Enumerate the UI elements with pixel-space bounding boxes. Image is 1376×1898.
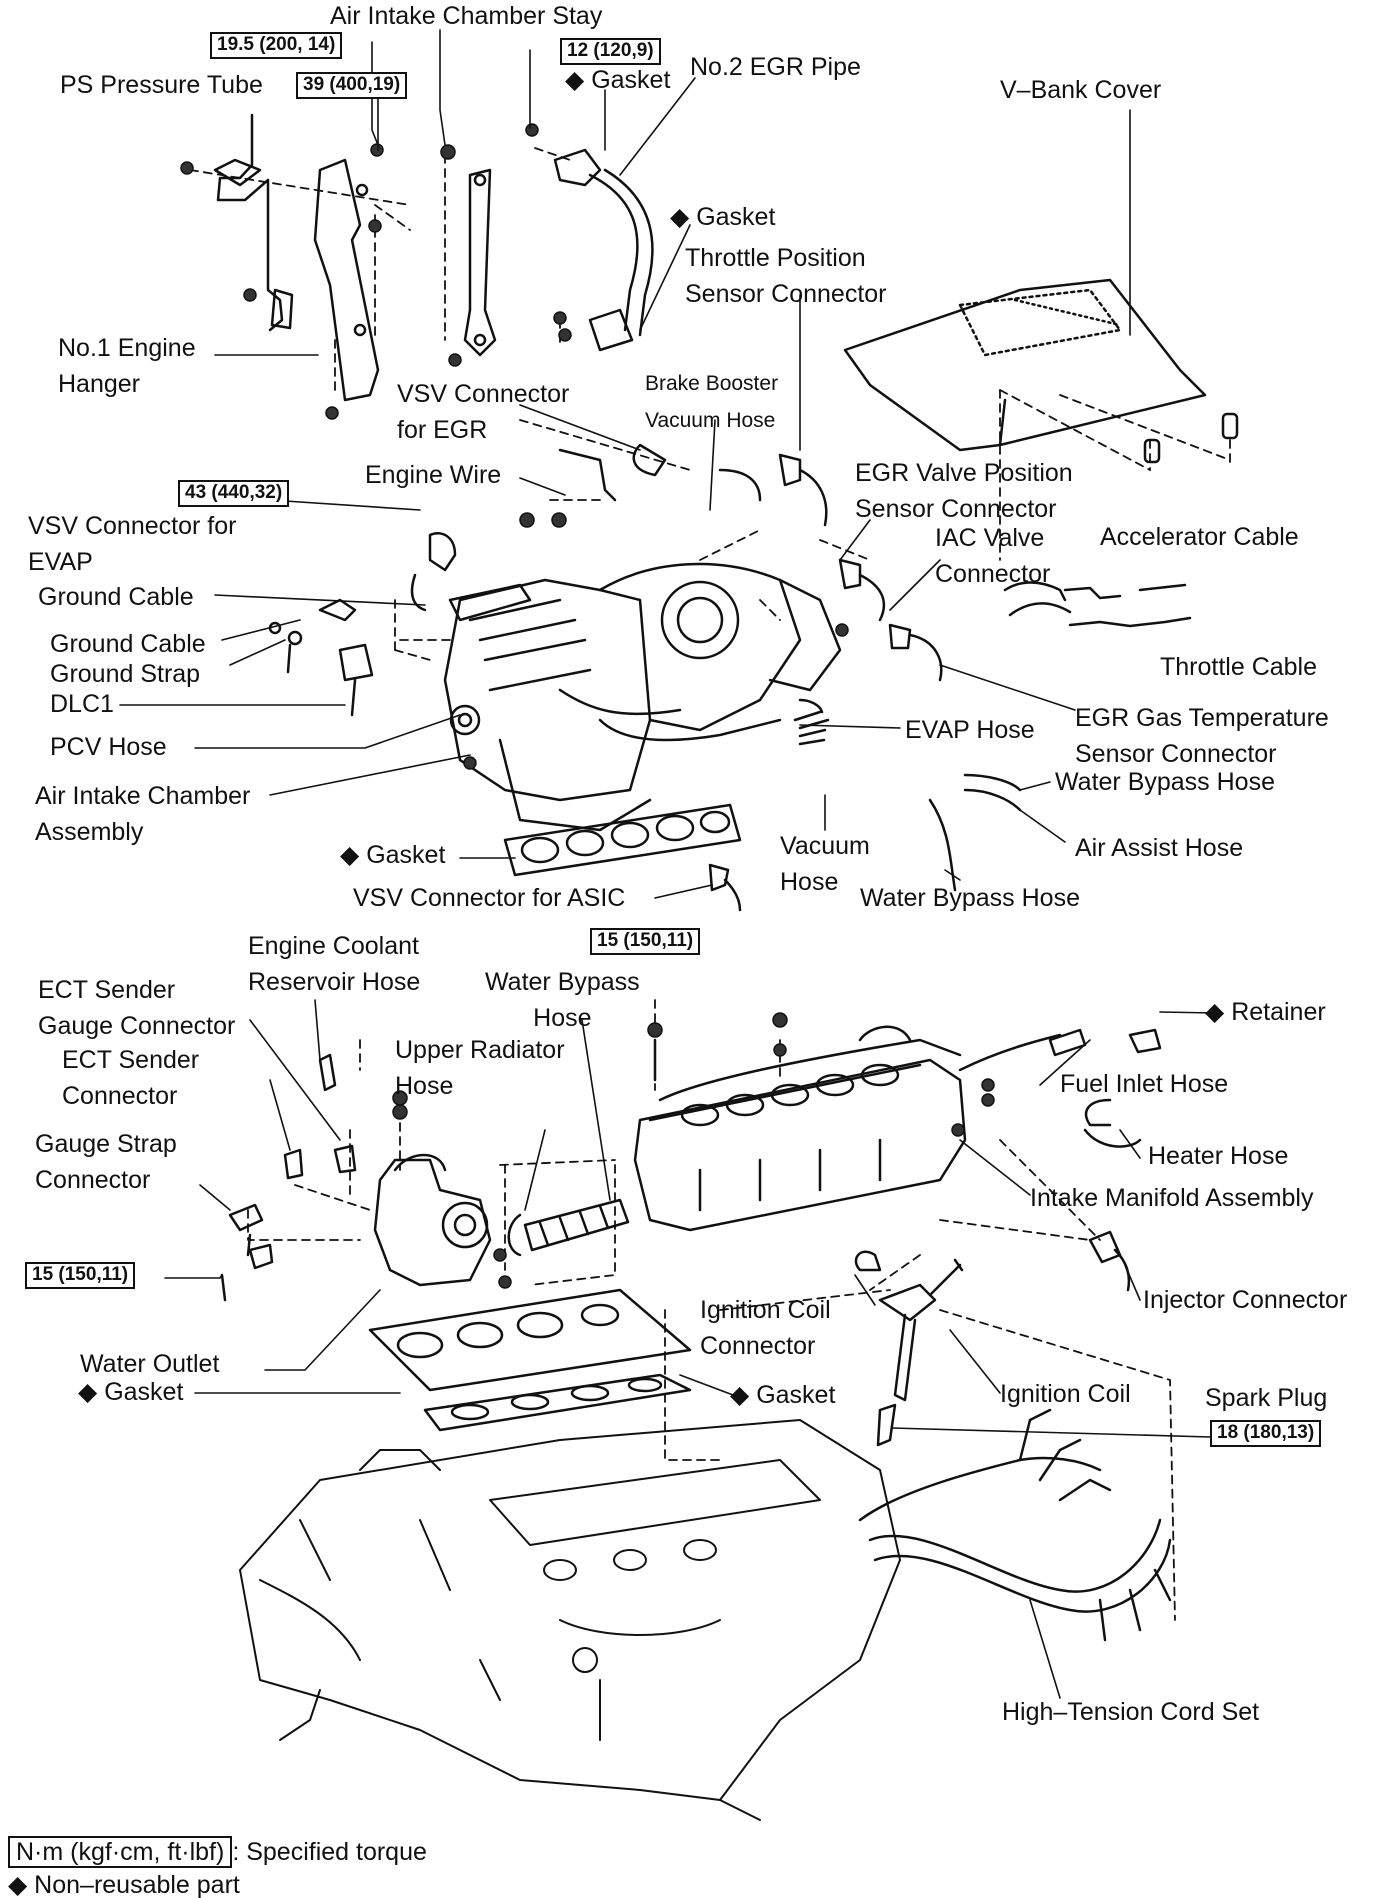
label-air-assist-hose: Air Assist Hose (1075, 834, 1244, 862)
label-gasket-chamber: ◆ Gasket (340, 841, 446, 869)
injector-connector-part (1088, 1230, 1131, 1292)
label-retainer: ◆ Retainer (1205, 998, 1326, 1026)
label-ground-strap: Ground Strap (50, 660, 201, 688)
label-throttle-position-sensor-connector: Throttle Position Sensor Connector (685, 244, 887, 309)
leader-lines (119, 29, 1216, 1699)
label-water-bypass-hose-1: Water Bypass Hose (1055, 768, 1275, 796)
chamber-gasket-part (503, 803, 742, 877)
label-water-outlet: Water Outlet (80, 1350, 220, 1378)
egr-pipe-part (553, 148, 654, 352)
legend-non-reusable: ◆ Non–reusable part (8, 1871, 240, 1898)
label-upper-radiator-hose: Upper Radiator Hose (395, 1036, 565, 1101)
upper-radiator-hose-part (507, 1198, 630, 1257)
assembly-guide-lines-middle (394, 419, 871, 661)
label-pcv-hose: PCV Hose (50, 733, 167, 761)
label-throttle-cable: Throttle Cable (1160, 653, 1318, 681)
non-reusable-diamond-icon: ◆ (730, 1381, 750, 1409)
label-intake-manifold-assembly: Intake Manifold Assembly (1030, 1184, 1314, 1212)
label-gauge-strap-connector: Gauge Strap Connector (35, 1130, 177, 1195)
label-ground-cable-2: Ground Cable (50, 630, 206, 658)
spark-plug-part (876, 1403, 897, 1447)
intake-manifold-assembly-part (633, 1025, 1062, 1232)
label-air-intake-chamber-stay: Air Intake Chamber Stay (330, 2, 603, 30)
legend-torque-unit: N·m (kgf·cm, ft·lbf) (8, 1836, 233, 1868)
studs-lower (220, 1038, 657, 1302)
label-heater-hose: Heater Hose (1148, 1142, 1289, 1170)
non-reusable-diamond-icon: ◆ (565, 66, 585, 94)
label-vsv-connector-for-evap: VSV Connector for EVAP (28, 512, 237, 577)
label-ect-sender-gauge-connector: ECT Sender Gauge Connector (38, 976, 236, 1041)
label-ps-pressure-tube: PS Pressure Tube (60, 71, 263, 99)
non-reusable-diamond-icon: ◆ (1205, 998, 1225, 1026)
high-tension-cord-set-part (858, 1408, 1172, 1642)
label-fuel-inlet-hose: Fuel Inlet Hose (1060, 1070, 1229, 1098)
outlet-gasket-part (368, 1288, 692, 1392)
label-vsv-connector-for-egr: VSV Connector for EGR (397, 380, 570, 445)
v-bank-cover-part (843, 278, 1207, 452)
torque-bypass: 15 (150,11) (590, 928, 701, 955)
bolts-middle (463, 512, 849, 770)
label-gasket-tps: ◆ Gasket (670, 203, 776, 231)
torque-egr-pipe: 12 (120,9) (560, 38, 661, 65)
label-ignition-coil: Ignition Coil (1000, 1380, 1131, 1408)
label-water-bypass-hose-2: Water Bypass Hose (860, 884, 1080, 912)
engine-block-drawing (239, 1419, 901, 1821)
air-intake-chamber-assembly-part (443, 562, 842, 832)
label-egr-gas-temperature-sensor-connector: EGR Gas Temperature Sensor Connector (1075, 704, 1329, 769)
non-reusable-diamond-icon: ◆ (670, 203, 690, 231)
torque-ps-tube: 39 (400,19) (296, 72, 408, 99)
label-injector-connector: Injector Connector (1143, 1286, 1348, 1314)
bolts-top (180, 123, 572, 420)
torque-stay: 19.5 (200, 14) (210, 32, 343, 59)
label-no1-engine-hanger: No.1 Engine Hanger (58, 334, 196, 399)
assembly-guide-lines-lower (247, 999, 1176, 1621)
label-air-intake-chamber-assembly: Air Intake Chamber Assembly (35, 782, 251, 847)
label-gasket-manifold: ◆ Gasket (730, 1381, 836, 1409)
label-no2-egr-pipe: No.2 EGR Pipe (690, 53, 861, 81)
torque-outlet: 15 (150,11) (25, 1262, 136, 1289)
label-ground-cable-1: Ground Cable (38, 583, 194, 611)
label-evap-hose: EVAP Hose (905, 716, 1035, 744)
bolts-lower (392, 1012, 995, 1289)
ignition-coil-connector-part (854, 1250, 882, 1272)
engine-hanger-part (313, 158, 380, 402)
air-intake-chamber-stay-part (463, 168, 497, 357)
ignition-coil-part (878, 1258, 964, 1402)
assembly-guide-lines-top (189, 147, 1231, 561)
manifold-gasket-part (423, 1373, 692, 1432)
connectors-middle (268, 443, 1192, 912)
ps-pressure-tube-part (213, 113, 294, 332)
water-outlet-part (373, 1153, 492, 1287)
non-reusable-diamond-icon: ◆ (78, 1378, 98, 1406)
torque-chamber: 43 (440,32) (178, 480, 290, 507)
label-dlc1: DLC1 (50, 690, 114, 718)
label-vacuum-hose: Vacuum Hose (780, 832, 870, 897)
non-reusable-diamond-icon: ◆ (340, 841, 360, 869)
legend-torque: N·m (kgf·cm, ft·lbf): Specified torque (8, 1836, 427, 1868)
label-egr-valve-position-sensor-connector: EGR Valve Position Sensor Connector (855, 459, 1073, 524)
label-high-tension-cord-set: High–Tension Cord Set (1002, 1698, 1260, 1726)
label-engine-wire: Engine Wire (365, 461, 502, 489)
label-gasket-water-outlet: ◆ Gasket (78, 1378, 184, 1406)
label-engine-coolant-reservoir-hose: Engine Coolant Reservoir Hose (248, 932, 421, 997)
label-gasket-egr: ◆ Gasket (565, 66, 671, 94)
cover-grommets (1143, 412, 1239, 464)
label-ignition-coil-connector: Ignition Coil Connector (700, 1296, 831, 1361)
torque-spark-plug: 18 (180,13) (1210, 1420, 1322, 1447)
label-v-bank-cover: V–Bank Cover (1000, 76, 1162, 104)
label-ect-sender-connector: ECT Sender Connector (62, 1046, 200, 1111)
label-vsv-connector-for-asic: VSV Connector for ASIC (353, 884, 626, 912)
label-water-bypass-hose-3: Water Bypass Hose (485, 968, 640, 1033)
label-spark-plug: Spark Plug (1205, 1384, 1328, 1412)
legend-torque-desc: : Specified torque (232, 1838, 427, 1866)
label-iac-valve-connector: IAC Valve Connector (935, 524, 1051, 589)
ect-connectors (228, 1053, 357, 1270)
label-brake-booster-vacuum-hose: Brake Booster Vacuum Hose (645, 372, 779, 432)
label-accelerator-cable: Accelerator Cable (1100, 523, 1299, 551)
